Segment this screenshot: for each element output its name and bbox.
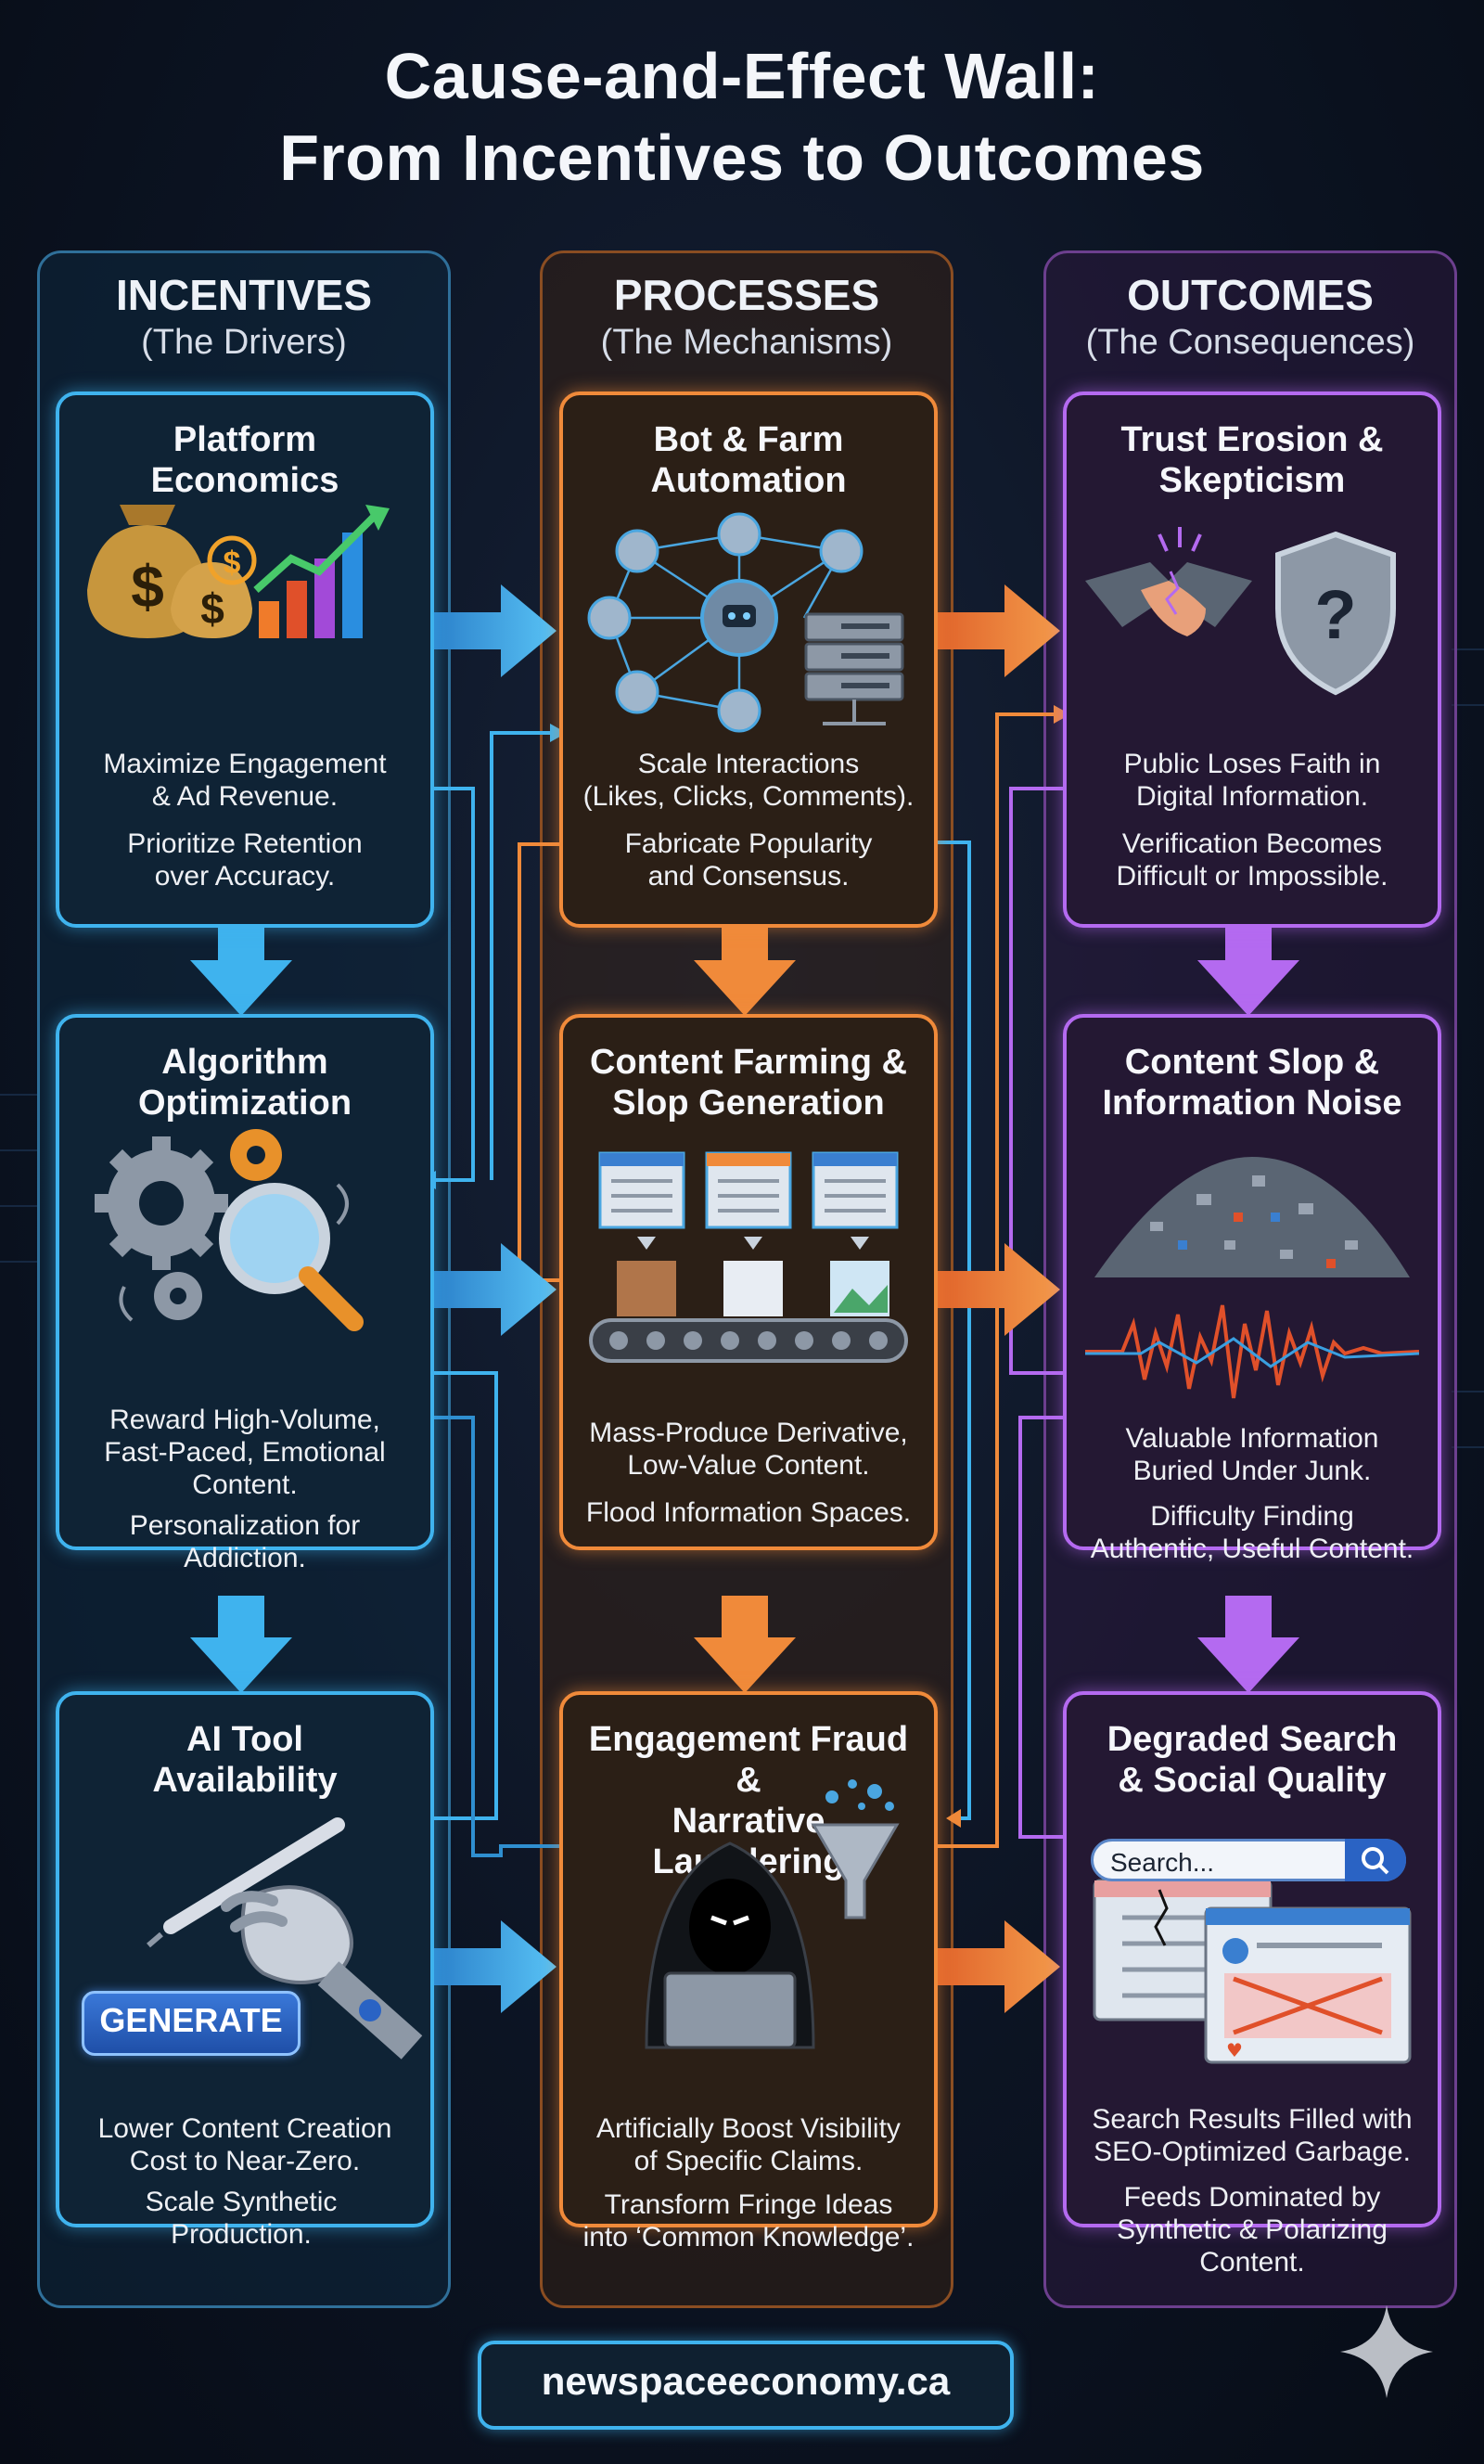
column-subtitle: (The Mechanisms) xyxy=(600,323,893,362)
search-icon xyxy=(1362,1847,1389,1875)
content-conveyor-icon xyxy=(589,1151,908,1363)
card-text-primary: Lower Content Creation Cost to Near-Zero… xyxy=(97,2113,392,2176)
card-text-secondary: Scale Synthetic Production. xyxy=(145,2187,338,2250)
card-text-secondary: Fabricate Popularity and Consensus. xyxy=(624,828,873,892)
column-title: OUTCOMES xyxy=(1127,271,1374,319)
svg-text:$: $ xyxy=(131,553,164,620)
card-text-secondary: Flood Information Spaces. xyxy=(585,1497,912,1528)
card-text-primary: Reward High-Volume, Fast-Paced, Emotiona… xyxy=(104,1405,386,1500)
card-title: Trust Erosion & Skepticism xyxy=(1120,420,1384,500)
column-subtitle: (The Consequences) xyxy=(1085,323,1415,362)
card-title: Content Slop & Information Noise xyxy=(1102,1043,1402,1123)
card-platform-economics: Platform Economics $ $ $ Maximize Engage… xyxy=(56,391,434,928)
card-text-secondary: Feeds Dominated by Synthetic & Polarizin… xyxy=(1117,2182,1388,2278)
svg-text:♥: ♥ xyxy=(1226,2039,1243,2061)
card-text-primary: Scale Interactions (Likes, Clicks, Comme… xyxy=(582,749,915,812)
card-title: Engagement Fraud & Narrative Laundering xyxy=(588,1720,909,1881)
search-button[interactable] xyxy=(1345,1839,1406,1881)
card-text-secondary: Transform Fringe Ideas into ‘Common Know… xyxy=(582,2189,915,2252)
hooded-hacker-icon xyxy=(645,1779,900,2049)
card-title: AI Tool Availability xyxy=(152,1720,338,1800)
card-title: Algorithm Optimization xyxy=(137,1043,352,1123)
column-subtitle: (The Drivers) xyxy=(141,323,347,362)
bot-network-icon xyxy=(587,512,904,733)
card-text-primary: Mass-Produce Derivative, Low-Value Conte… xyxy=(589,1418,908,1481)
card-text-primary: Artificially Boost Visibility of Specifi… xyxy=(596,2113,901,2176)
card-ai-tool-availability: AI Tool Availability Lower Content Creat… xyxy=(56,1691,434,2227)
page-title: Cause-and-Effect Wall: From Incentives t… xyxy=(0,35,1484,199)
card-trust-erosion: Trust Erosion & Skepticism ? Public Lose… xyxy=(1063,391,1441,928)
money-growth-icon: $ $ $ xyxy=(87,505,390,638)
svg-text:$: $ xyxy=(224,545,241,581)
card-text-secondary: Difficulty Finding Authentic, Useful Con… xyxy=(1090,1501,1414,1564)
card-title: Content Farming & Slop Generation xyxy=(590,1043,907,1123)
card-algorithm-optimization: Algorithm Optimization Reward High-Volum… xyxy=(56,1014,434,1573)
card-text-primary: Valuable Information Buried Under Junk. xyxy=(1125,1423,1379,1486)
card-text-secondary: Prioritize Retention over Accuracy. xyxy=(127,828,363,892)
column-title: PROCESSES xyxy=(613,271,880,319)
card-text-primary: Search Results Filled with SEO-Optimized… xyxy=(1092,2104,1413,2167)
generate-button[interactable]: GENERATE xyxy=(82,1991,301,2056)
sparkle-icon xyxy=(1340,2305,1433,2398)
footer-site-link[interactable]: newspaceeconomy.ca xyxy=(478,2341,1014,2430)
column-title: INCENTIVES xyxy=(115,271,373,319)
card-content-farming: Content Farming & Slop Generation Mass-P… xyxy=(559,1014,938,1550)
card-text-secondary: Verification Becomes Difficult or Imposs… xyxy=(1116,828,1388,892)
gears-magnifier-icon xyxy=(95,1129,364,1331)
card-content-slop: Content Slop & Information Noise Valuabl… xyxy=(1063,1014,1441,1564)
svg-text:?: ? xyxy=(1314,576,1356,653)
broken-handshake-shield-icon: ? xyxy=(1085,527,1396,696)
card-text-primary: Public Loses Faith in Digital Informatio… xyxy=(1123,749,1381,812)
card-title: Bot & Farm Automation xyxy=(650,420,847,500)
junk-pile-noise-icon xyxy=(1085,1157,1420,1399)
card-text-secondary: Personalization for Addiction. xyxy=(129,1510,361,1573)
card-title: Platform Economics xyxy=(150,420,339,500)
card-engagement-fraud: Engagement Fraud & Narrative Laundering … xyxy=(559,1691,938,2252)
card-text-primary: Maximize Engagement & Ad Revenue. xyxy=(103,749,387,812)
robot-hand-pen-icon xyxy=(147,1817,423,2060)
card-degraded-search: Degraded Search & Social Quality ♥ Searc… xyxy=(1063,1691,1441,2278)
title-line-1: Cause-and-Effect Wall: xyxy=(384,40,1100,112)
card-bot-farm-automation: Bot & Farm Automation Scale Interactions… xyxy=(559,391,938,928)
svg-text:$: $ xyxy=(200,584,224,633)
title-line-2: From Incentives to Outcomes xyxy=(279,122,1205,194)
card-title: Degraded Search & Social Quality xyxy=(1107,1720,1398,1800)
